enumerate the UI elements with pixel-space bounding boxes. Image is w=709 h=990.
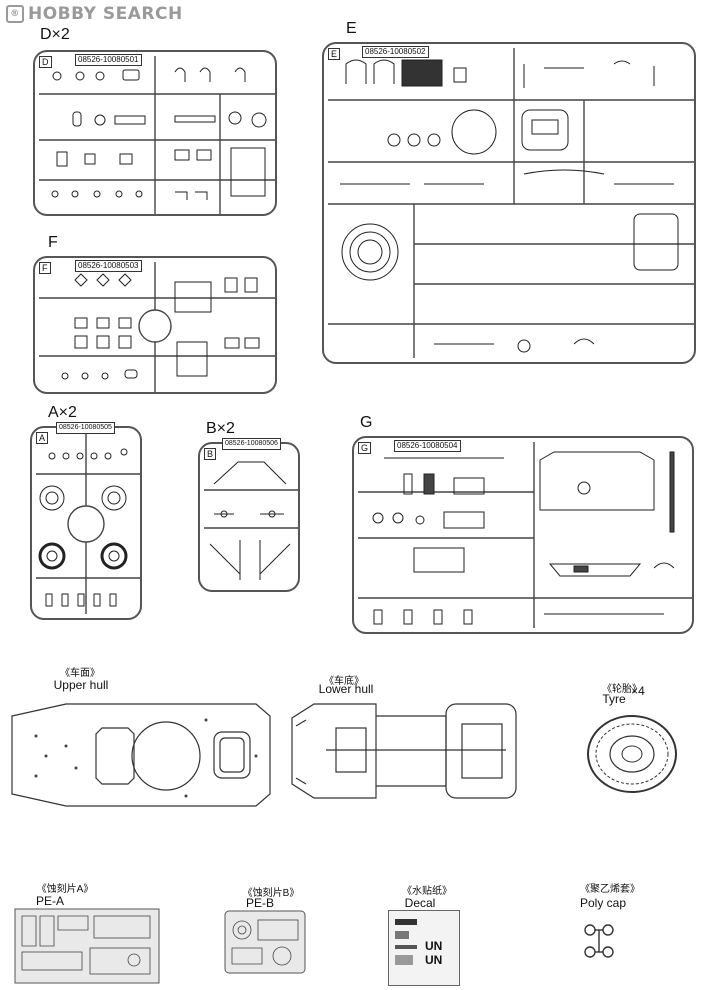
sprue-d-code: 08526-10080501 — [75, 54, 142, 66]
sprue-d-title: D×2 — [40, 26, 70, 43]
tyre-drawing — [587, 715, 677, 793]
sprue-e-frame: E 08526-10080502 — [322, 42, 696, 364]
pe-a-en-label: PE-A — [35, 894, 64, 908]
pe-b-en-label: PE-B — [245, 896, 274, 910]
sprue-e-drawing — [328, 48, 694, 358]
tyre-cn-label: 《轮胎》 — [602, 684, 642, 695]
sprue-d-letter: D — [39, 56, 52, 68]
poly-cap-en-label: Poly cap — [579, 896, 627, 910]
pe-a-cn-label: 《蚀刻片A》 — [36, 884, 94, 895]
tyre-quantity: ×4 — [631, 684, 645, 698]
sprue-g-title: G — [360, 414, 373, 431]
decal-sheet: UN UN — [388, 910, 460, 986]
sprue-e-code: 08526-10080502 — [362, 46, 429, 58]
pe-b-drawing — [224, 910, 306, 974]
lower-hull-en-label: Lower hull — [318, 682, 374, 696]
sprue-g-drawing — [358, 442, 692, 628]
sprue-f-code: 08526-10080503 — [75, 260, 142, 272]
lower-hull-drawing — [291, 703, 517, 799]
sprue-g-code: 08526-10080504 — [394, 440, 461, 452]
sprue-a-code: 08526-10080505 — [56, 422, 115, 434]
upper-hull-drawing — [11, 703, 271, 807]
sprue-f-drawing — [39, 262, 275, 392]
decal-small-marks — [395, 919, 417, 965]
tyre-en-label: Tyre — [602, 692, 626, 706]
sprue-b-code: 08526-10080506 — [222, 438, 281, 450]
sprue-g-letter: G — [358, 442, 372, 454]
sprue-b-frame: B 08526-10080506 — [198, 438, 300, 592]
sprue-d-frame: D 08526-10080501 — [33, 50, 277, 216]
sprue-b-drawing — [204, 461, 298, 580]
sprue-a-letter: A — [36, 432, 49, 444]
logo-text: HOBBY SEARCH — [28, 4, 183, 24]
upper-hull-cn-label: 《车面》 — [60, 668, 100, 679]
sprue-f-frame: F 08526-10080503 — [33, 256, 277, 394]
sprue-a-title: A×2 — [48, 404, 77, 421]
decal-cn-label: 《水贴纸》 — [402, 886, 452, 897]
sprue-f-letter: F — [39, 262, 51, 274]
decal-un-marking: UN UN — [425, 939, 443, 967]
sprue-a-frame: A 08526-10080505 — [30, 422, 142, 620]
sprue-e-title: E — [346, 20, 357, 37]
sprue-b-title: B×2 — [206, 420, 235, 437]
sprue-d-drawing — [39, 56, 275, 214]
hobby-search-logo: ® HOBBY SEARCH — [6, 4, 183, 24]
upper-hull-en-label: Upper hull — [53, 678, 109, 692]
pe-b-cn-label: 《蚀刻片B》 — [242, 888, 300, 899]
sprue-b-letter: B — [204, 448, 217, 460]
sprue-f-title: F — [48, 234, 58, 251]
sprue-e-letter: E — [328, 48, 341, 60]
decal-en-label: Decal — [404, 896, 436, 910]
pe-a-drawing — [14, 908, 160, 984]
lower-hull-cn-label: 《车底》 — [324, 676, 364, 687]
sprue-a-drawing — [36, 432, 140, 614]
logo-mark-icon: ® — [6, 5, 24, 23]
poly-cap-drawing — [584, 924, 614, 958]
poly-cap-cn-label: 《聚乙烯套》 — [580, 884, 640, 895]
sprue-g-frame: G 08526-10080504 — [352, 436, 694, 634]
